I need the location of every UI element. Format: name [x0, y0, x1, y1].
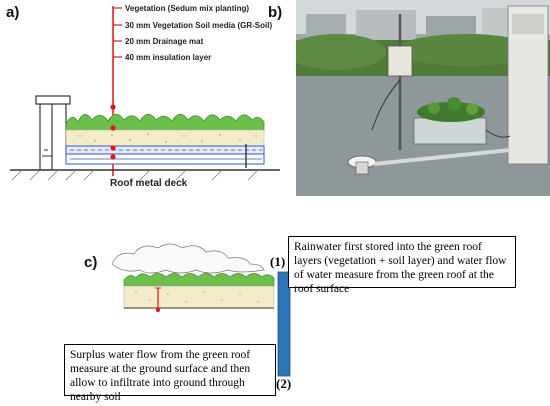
layer-label-insulation: 40 mm insulation layer	[125, 53, 211, 62]
logger-box	[387, 45, 413, 77]
marker-insulation	[110, 154, 116, 160]
rain-cloud	[111, 243, 265, 274]
marker-drainage	[110, 145, 116, 151]
green-roof-section-diagram: Vegetation (Sedum mix planting) 30 mm Ve…	[10, 4, 280, 189]
water-flow-diagram	[111, 243, 291, 377]
marker-vegetation	[110, 104, 116, 110]
note-surplus-flow: Surplus water flow from the green roof m…	[64, 344, 276, 403]
layer-label-vegetation: Vegetation (Sedum mix planting)	[125, 4, 249, 13]
green-roof-soil	[123, 285, 275, 309]
green-roof-vegetation	[123, 273, 275, 287]
note-roof-storage: Rainwater first stored into the green ro…	[288, 236, 516, 295]
green-roof-tray	[413, 117, 487, 145]
field-setup-photo	[296, 0, 550, 196]
marker-soil	[110, 125, 116, 131]
layer-label-drainage: 20 mm Drainage mat	[125, 37, 204, 46]
soil-layer	[65, 129, 265, 147]
panel-c-label: c)	[84, 254, 98, 271]
layer-label-soil: 30 mm Vegetation Soil media (GR-Soil)	[125, 21, 272, 30]
deck-label: Roof metal deck	[110, 178, 188, 189]
panel-a-label: a)	[6, 4, 20, 21]
parapet-cap	[35, 95, 71, 105]
measure-point-1: (1)	[270, 254, 286, 269]
measure-point-2: (2)	[276, 376, 292, 391]
vegetation-layer	[65, 113, 265, 131]
downpipe	[277, 271, 291, 377]
panel-b-label: b)	[268, 4, 283, 21]
